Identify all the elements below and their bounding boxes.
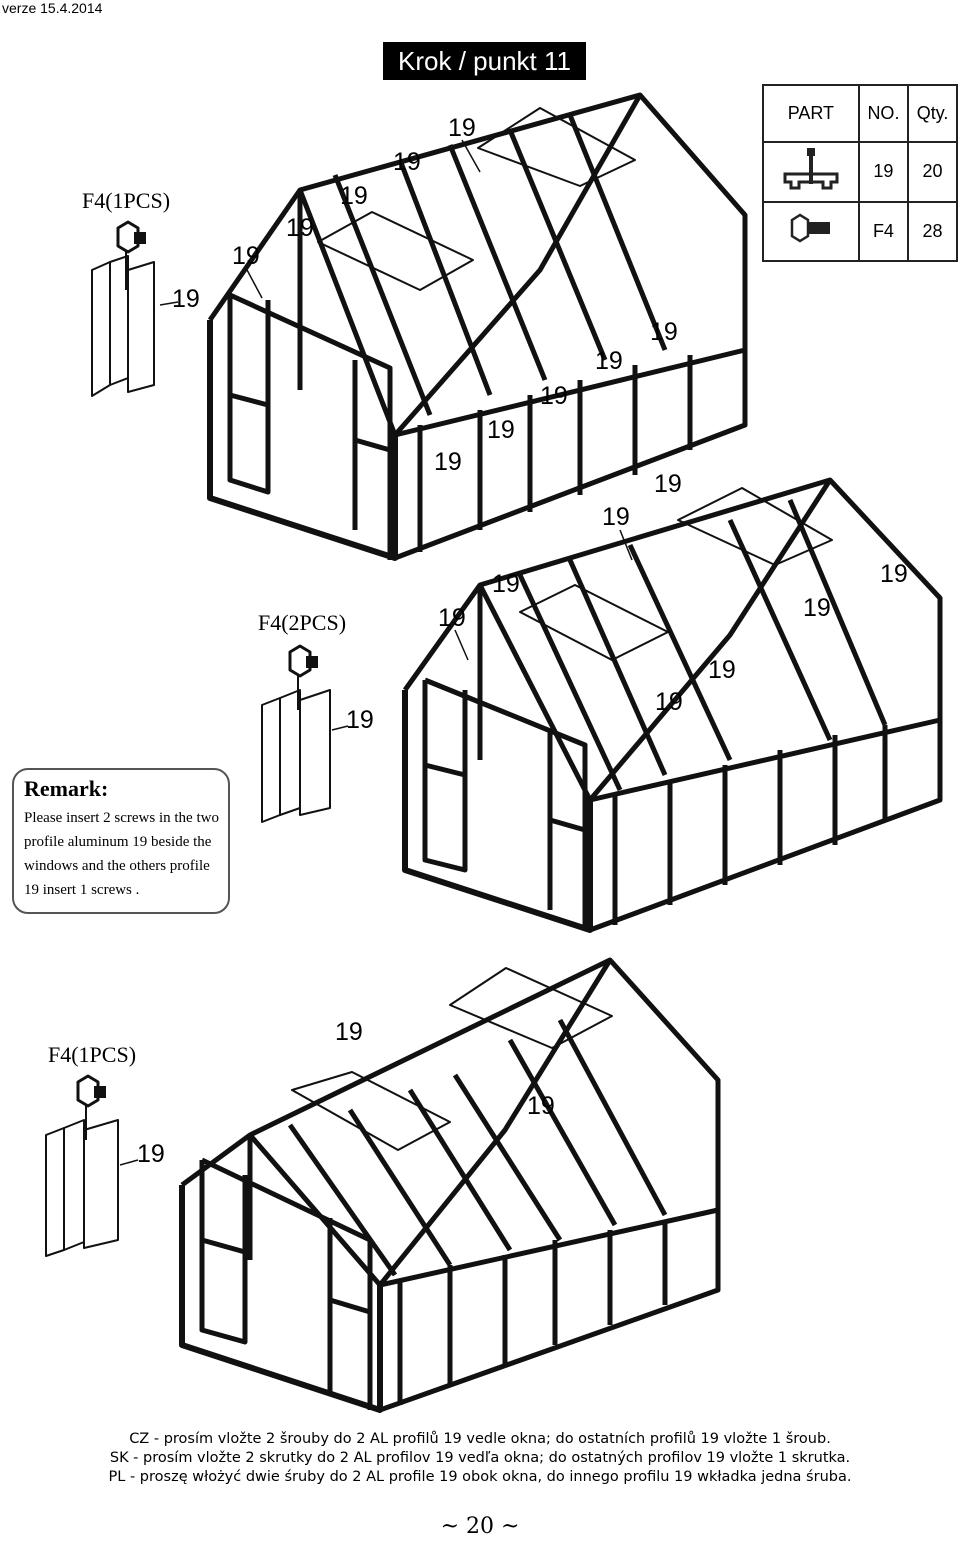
parts-row: F4 28 bbox=[762, 201, 958, 262]
step-title: Krok / punkt 11 bbox=[383, 42, 586, 80]
caption-pl: PL - proszę włożyć dwie śruby do 2 AL pr… bbox=[108, 1469, 852, 1485]
fastener-callout-label-1: F4(1PCS) bbox=[82, 188, 171, 213]
parts-no: F4 bbox=[857, 201, 910, 262]
parts-header-part: PART bbox=[762, 84, 860, 143]
part-label-19: 19 bbox=[708, 656, 736, 684]
instruction-captions: CZ - prosím vložte 2 šrouby do 2 AL prof… bbox=[0, 1430, 960, 1487]
part-label-19: 19 bbox=[540, 382, 568, 410]
parts-header-qty: Qty. bbox=[907, 84, 958, 143]
part-label-19: 19 bbox=[448, 114, 476, 142]
greenhouse-drawing-3 bbox=[179, 957, 721, 1413]
part-label-19: 19 bbox=[655, 688, 683, 716]
remark-body: Please insert 2 screws in the two profil… bbox=[24, 806, 228, 902]
part-label-19: 19 bbox=[434, 448, 462, 476]
fastener-callout-1 bbox=[91, 220, 155, 397]
remark-line: Please insert 2 screws in the two bbox=[24, 810, 219, 826]
part-label-19: 19 bbox=[172, 285, 200, 313]
part-label-19: 19 bbox=[492, 570, 520, 598]
part-label-19: 19 bbox=[602, 503, 630, 531]
parts-table: PART NO. Qty. 19 20 F4 28 bbox=[762, 84, 958, 262]
page-number: ~ 20 ~ bbox=[440, 1514, 520, 1539]
caption-cz: CZ - prosím vložte 2 šrouby do 2 AL prof… bbox=[129, 1431, 831, 1447]
part-label-19: 19 bbox=[232, 242, 260, 270]
parts-no: 19 bbox=[857, 140, 910, 204]
greenhouse-drawing-2 bbox=[402, 477, 943, 933]
fastener-callout-3 bbox=[45, 1074, 119, 1257]
fastener-callout-label-2: F4(2PCS) bbox=[258, 610, 347, 635]
part-label-19: 19 bbox=[595, 347, 623, 375]
caption-sk: SK - prosím vložte 2 skrutky do 2 AL pro… bbox=[109, 1450, 851, 1466]
part-label-19: 19 bbox=[654, 470, 682, 498]
fastener-callout-label-3: F4(1PCS) bbox=[48, 1042, 137, 1067]
parts-header-no: NO. bbox=[857, 84, 910, 143]
version-label: verze 15.4.2014 bbox=[2, 0, 103, 16]
fastener-callout-2 bbox=[261, 644, 331, 823]
remark-line: profile aluminum 19 beside the bbox=[24, 834, 212, 850]
remark-box: Remark: Please insert 2 screws in the tw… bbox=[12, 768, 230, 914]
part-label-19: 19 bbox=[438, 604, 466, 632]
part-label-19: 19 bbox=[393, 148, 421, 176]
part-label-19: 19 bbox=[335, 1018, 363, 1046]
remark-line: 19 insert 1 screws . bbox=[24, 882, 140, 898]
part-label-19: 19 bbox=[650, 318, 678, 346]
greenhouse-drawing-1 bbox=[207, 92, 748, 561]
parts-qty: 20 bbox=[907, 140, 958, 204]
part-label-19: 19 bbox=[286, 214, 314, 242]
part-label-19: 19 bbox=[137, 1140, 165, 1168]
part-label-19: 19 bbox=[880, 560, 908, 588]
part-label-19: 19 bbox=[346, 706, 374, 734]
parts-row: 19 20 bbox=[762, 140, 958, 204]
remark-line: windows and the others profile bbox=[24, 858, 210, 874]
profile-icon bbox=[762, 140, 860, 204]
remark-title: Remark: bbox=[24, 776, 109, 801]
part-label-19: 19 bbox=[803, 594, 831, 622]
part-label-19: 19 bbox=[487, 416, 515, 444]
bolt-icon bbox=[762, 201, 860, 262]
part-label-19: 19 bbox=[527, 1092, 555, 1120]
part-label-19: 19 bbox=[340, 182, 368, 210]
parts-qty: 28 bbox=[907, 201, 958, 262]
